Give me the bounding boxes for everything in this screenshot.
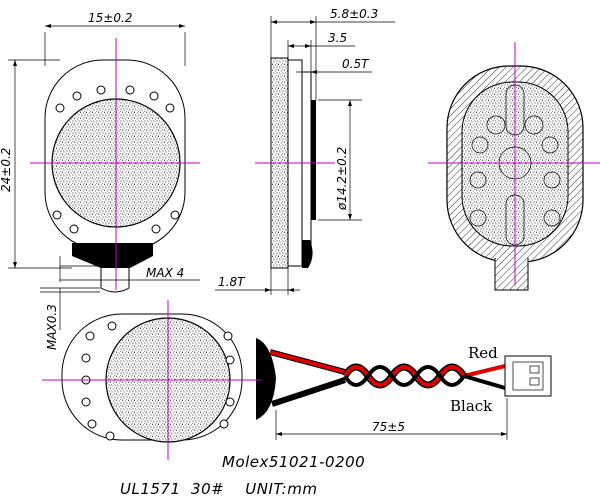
front-view: 15±0.2 24±0.2 MAX 4	[0, 11, 200, 293]
dim-frame-thickness: 1.8T	[218, 275, 246, 289]
wire-black	[463, 374, 506, 390]
dim-depth-body: 3.5	[328, 31, 347, 45]
side-terminal	[302, 240, 313, 268]
caption-connector: Molex51021-0200	[222, 453, 365, 471]
wire-red-label: Red	[468, 344, 498, 362]
dim-diameter: ø14.2±0.2	[335, 147, 349, 211]
side-view: 5.8±0.3 3.5 0.5T ø14.2±0.2 1.8T	[215, 7, 395, 295]
bottom-terminal	[256, 338, 276, 420]
dim-height: 24±0.2	[0, 148, 13, 192]
dim-depth-total: 5.8±0.3	[330, 7, 378, 21]
back-view	[428, 42, 600, 291]
bottom-view: Red Black MAX0.3 75±5	[40, 287, 552, 460]
wire-red	[463, 364, 506, 378]
dim-width: 15±0.2	[88, 11, 132, 25]
dim-cable-length: 75±5	[372, 420, 405, 434]
caption-spec: UL1571 30# UNIT:mm	[120, 480, 317, 498]
dim-cone-thickness: 0.5T	[342, 57, 370, 71]
cable	[269, 349, 552, 407]
dim-max-tab: MAX 4	[146, 266, 184, 280]
back-tab	[494, 258, 529, 291]
front-holes	[52, 85, 180, 234]
connector	[504, 355, 552, 397]
front-terminal-tab	[72, 243, 153, 268]
wire-black-label: Black	[450, 397, 493, 415]
dim-max-height: MAX0.3	[45, 304, 59, 350]
